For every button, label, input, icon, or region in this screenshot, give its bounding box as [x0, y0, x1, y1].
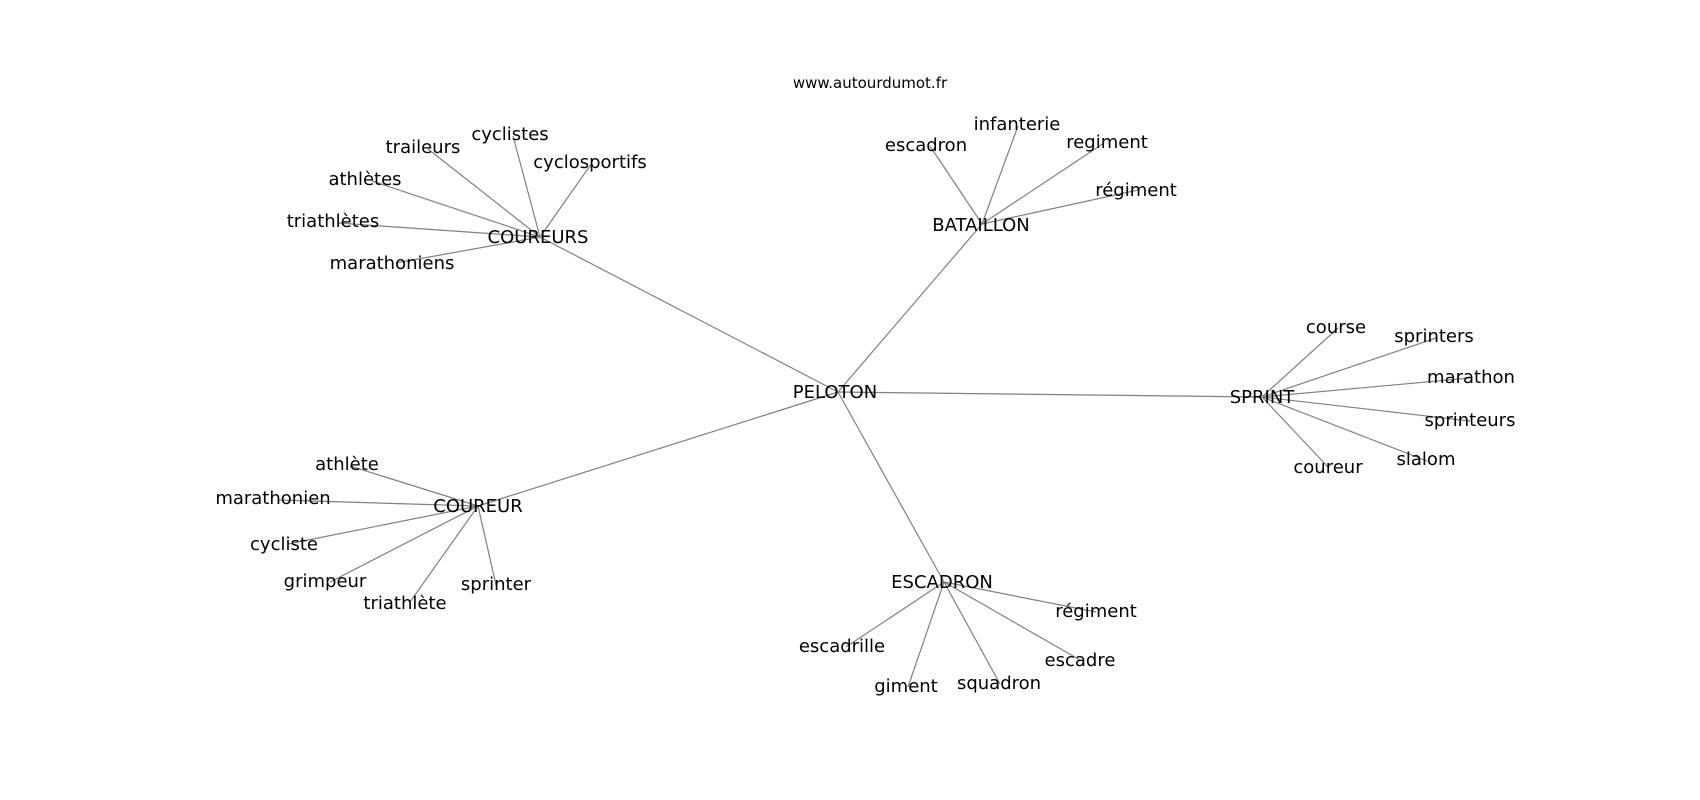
leaf-node-infanterie: infanterie [974, 114, 1061, 135]
edge-center-to-hub [539, 236, 839, 393]
leaf-node-giment: giment [874, 676, 938, 697]
edge-hub-to-leaf [943, 581, 1081, 661]
edge-hub-to-leaf [477, 505, 497, 586]
edge-hub-to-leaf [427, 148, 541, 238]
edge-hub-to-leaf [512, 135, 541, 238]
edge-hub-to-leaf [329, 505, 479, 583]
edge-center-to-hub [837, 391, 945, 583]
hub-node-coureur: COUREUR [433, 496, 522, 517]
leaf-node-grimpeur: grimpeur [284, 571, 367, 592]
edge-center-to-hub [837, 223, 983, 393]
edge-hub-to-leaf [395, 236, 541, 264]
leaf-node-sprinteurs: sprinteurs [1425, 410, 1516, 431]
leaf-node-squadron: squadron [957, 673, 1041, 694]
leaf-node-course: course [1306, 317, 1366, 338]
edge-hub-to-leaf [981, 189, 1139, 225]
hub-node-bataillon: BATAILLON [932, 215, 1030, 236]
edge-hub-to-leaf [907, 581, 945, 688]
edge-hub-to-leaf [277, 499, 479, 507]
edge-hub-to-leaf [1261, 396, 1428, 462]
leaf-node-regiment-escadron: régiment [1055, 601, 1137, 622]
edges-layer [277, 125, 1471, 688]
leaf-node-athlete: athlète [315, 454, 379, 475]
leaf-node-triathlete: triathlète [363, 593, 446, 614]
edge-hub-to-leaf [929, 145, 983, 225]
edge-hub-to-leaf [981, 125, 1019, 225]
edge-hub-to-leaf [943, 581, 1097, 613]
edge-hub-to-leaf [371, 180, 541, 238]
leaf-node-sprinter: sprinter [461, 574, 532, 595]
center-node-peloton: PELOTON [793, 382, 877, 403]
hub-node-sprint: SPRINT [1230, 387, 1296, 408]
leaf-node-athletes: athlètes [328, 169, 401, 190]
watermark-text: www.autourdumot.fr [793, 74, 948, 92]
leaf-node-escadrille: escadrille [799, 636, 885, 657]
edge-center-to-hub [837, 391, 1263, 398]
edge-hub-to-leaf [1261, 396, 1329, 468]
leaf-node-regiment: regiment [1066, 132, 1148, 153]
leaf-node-cycliste: cycliste [250, 534, 318, 555]
edge-hub-to-leaf [287, 505, 479, 545]
leaf-node-escadron: escadron [885, 135, 967, 156]
edge-hub-to-leaf [349, 465, 479, 507]
leaf-node-cyclistes: cyclistes [471, 124, 548, 145]
leaf-node-marathonien: marathonien [215, 488, 330, 509]
edge-hub-to-leaf [1261, 327, 1339, 398]
leaf-node-slalom: slalom [1397, 449, 1456, 470]
edge-hub-to-leaf [1261, 377, 1471, 398]
edge-hub-to-leaf [1261, 396, 1471, 422]
edge-hub-to-leaf [539, 162, 593, 238]
leaf-node-marathoniens: marathoniens [330, 253, 455, 274]
edge-hub-to-leaf [943, 581, 1001, 685]
leaf-node-sprinters: sprinters [1394, 326, 1474, 347]
edge-hub-to-leaf [409, 505, 479, 603]
leaf-node-escadre: escadre [1045, 650, 1116, 671]
hub-node-escadron: ESCADRON [891, 572, 993, 593]
leaf-node-coureur: coureur [1293, 457, 1363, 478]
leaf-node-triathletes: triathlètes [287, 211, 380, 232]
leaf-node-marathon: marathon [1427, 367, 1515, 388]
edge-hub-to-leaf [337, 222, 541, 238]
edge-center-to-hub [477, 391, 839, 507]
leaf-node-regiment-accent: régiment [1095, 180, 1177, 201]
leaf-node-traileurs: traileurs [386, 137, 461, 158]
edge-hub-to-leaf [981, 142, 1105, 225]
edge-hub-to-leaf [845, 581, 945, 648]
edge-hub-to-leaf [1261, 337, 1437, 398]
leaf-node-cyclosportifs: cyclosportifs [533, 152, 646, 173]
hub-node-coureurs: COUREURS [488, 227, 589, 248]
